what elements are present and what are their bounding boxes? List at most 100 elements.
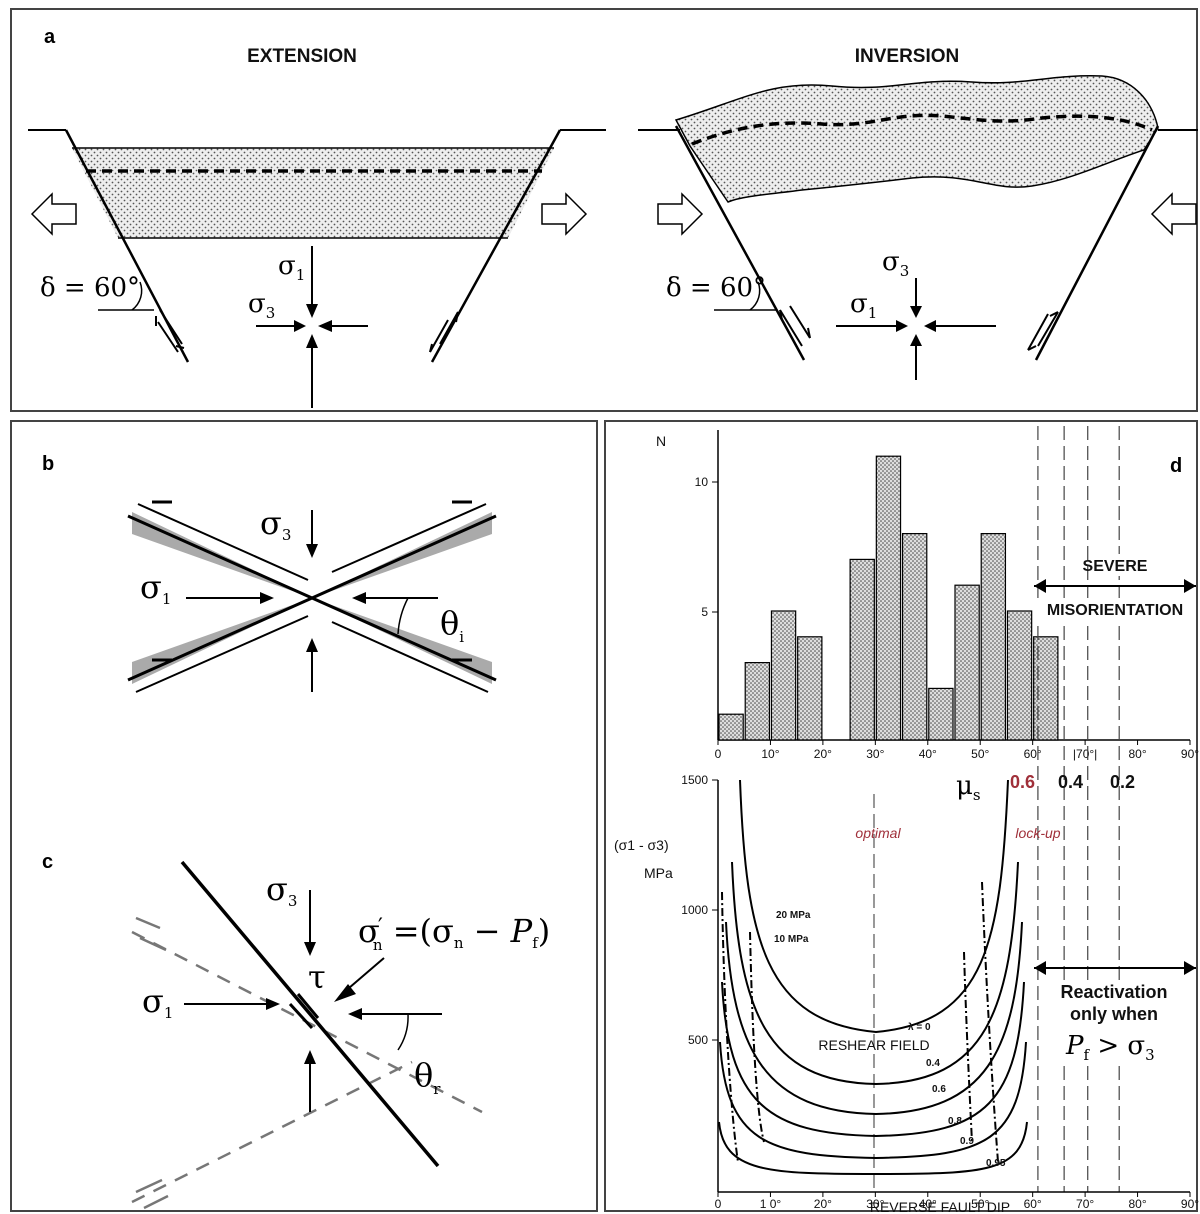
lambda0-label: λ = 0: [908, 1022, 931, 1033]
lambda-0-6: 0.6: [932, 1084, 946, 1095]
conjugate-faults-b: σ3 σ1 θi: [127, 500, 497, 693]
histogram-bar: [954, 584, 980, 741]
arrow-right-outward-icon: [541, 192, 588, 236]
sigma3-label-b: σ3: [260, 504, 291, 544]
curve-xlabel: REVERSE FAULT DIP: [870, 1199, 1010, 1214]
x-tick-label: 80°: [1128, 1197, 1146, 1211]
tau-label: τ: [308, 958, 326, 996]
lambda-0-8: 0.8: [948, 1116, 962, 1127]
curve-ylabel: (σ1 - σ3): [614, 837, 669, 853]
hist-x-ticks: 0 10° 20° 30° 40° 50° 60° |70°| 80° 90°: [715, 740, 1199, 761]
severe-label: SEVERE: [1083, 558, 1148, 575]
x-tick-label: 0: [715, 747, 722, 761]
reshear-curves: [718, 779, 1028, 1176]
curve-ytick-1000: 1000: [681, 903, 708, 917]
misorientation-label: MISORIENTATION: [1047, 602, 1183, 619]
x-tick-label: 70°: [1076, 1197, 1094, 1211]
sigma1-label-c: σ1: [142, 982, 173, 1022]
x-tick-label: 20°: [814, 1197, 832, 1211]
panel-c-label: c: [42, 851, 53, 873]
sigma3-label-extension: σ3: [248, 289, 275, 322]
mu-value-0-2: 0.2: [1110, 772, 1135, 792]
curve-ytick-1500: 1500: [681, 773, 708, 787]
histogram-bar: [770, 610, 797, 741]
sigma1-label-inversion: σ1: [850, 289, 877, 322]
reactivation-line-1: Reactivation: [1060, 982, 1167, 1002]
panel-b-label: b: [42, 453, 54, 475]
dip-label-extension: δ = 60°: [40, 273, 140, 303]
reactivation-line-2: only when: [1070, 1004, 1158, 1024]
theta-r-label: θr: [414, 1056, 441, 1098]
histogram-bar: [1006, 610, 1033, 741]
reactivation-condition: Pf > σ3: [1065, 1031, 1155, 1064]
arrow-left-outward-icon: [30, 192, 77, 236]
mu-value-0-4: 0.4: [1058, 772, 1083, 792]
x-tick-label: 80°: [1128, 747, 1146, 761]
inversion-basin: δ = 60° σ3 σ1: [638, 75, 1198, 380]
effective-normal-stress-eq: σ′n =(σn − Pf): [358, 912, 550, 954]
histogram-bar: [849, 558, 875, 741]
extension-basin: δ = 60° σ1 σ3: [28, 129, 606, 408]
histogram-bar: [797, 636, 823, 741]
x-tick-label: 20°: [814, 747, 832, 761]
optimal-label: optimal: [855, 825, 901, 841]
panel-bc: b σ3 σ1 θi: [10, 420, 598, 1212]
x-tick-label: 1 0°: [760, 1197, 782, 1211]
mu-value-0-6: 0.6: [1010, 772, 1035, 792]
friction-dip-lines: [1037, 426, 1120, 1192]
lockup-label: lock-up: [1015, 825, 1060, 841]
dip-label-inversion: δ = 60°: [666, 273, 766, 303]
x-tick-label: 50°: [971, 1197, 989, 1211]
arrow-right-inward-icon: [1150, 192, 1197, 236]
curve-ytick-500: 500: [688, 1033, 708, 1047]
sigma3-label-c: σ3: [266, 870, 297, 910]
mpa20-label: 20 MPa: [776, 910, 811, 921]
histogram-bar: [928, 687, 954, 741]
histogram-bar: [718, 713, 744, 741]
x-tick-label: 30°: [866, 1197, 884, 1211]
panel-a: a EXTENSION INVERSION δ = 60°: [10, 8, 1198, 412]
mu-s-label: μs: [956, 771, 981, 804]
reshear-field-label: RESHEAR FIELD: [818, 1037, 929, 1053]
x-tick-label: 40°: [919, 1197, 937, 1211]
lambda-0-4: 0.4: [926, 1058, 940, 1069]
sigma3-label-inversion: σ3: [882, 247, 909, 280]
histogram-bar: [980, 532, 1007, 741]
extension-title: EXTENSION: [247, 46, 357, 67]
panel-a-label: a: [44, 26, 56, 48]
curve-x-ticks: 0 1 0° 20° 30° 40° 50° 60° 70° 80° 90°: [715, 1192, 1199, 1211]
reactivated-fault-c: σ3 σ1 τ σ′n =(σn − Pf) θr: [131, 860, 550, 1210]
x-tick-label: 30°: [866, 747, 884, 761]
hist-ytick-5: 5: [701, 605, 708, 619]
inversion-title: INVERSION: [855, 46, 960, 67]
sigma1-label-b: σ1: [140, 568, 171, 608]
histogram-bar: [875, 455, 902, 741]
x-tick-label: 60°: [1024, 1197, 1042, 1211]
panel-d-label: d: [1170, 455, 1182, 477]
histogram-bar: [744, 662, 771, 741]
sigma1-label-extension: σ1: [278, 251, 305, 284]
mpa10-label: 10 MPa: [774, 934, 809, 945]
x-tick-label: 40°: [919, 747, 937, 761]
panel-a-diagram: a EXTENSION INVERSION δ = 60°: [28, 26, 1198, 408]
histogram-bar: [1033, 636, 1059, 741]
x-tick-label: 10°: [761, 747, 779, 761]
x-tick-label: 60°: [1024, 747, 1042, 761]
x-tick-label: |70°|: [1073, 747, 1097, 761]
histogram-bars: [718, 455, 1059, 741]
x-tick-label: 0: [715, 1197, 722, 1211]
theta-i-label: θi: [440, 604, 464, 646]
arrow-left-inward-icon: [657, 192, 704, 236]
panel-bc-diagram: b σ3 σ1 θi: [42, 453, 550, 1210]
hist-ylabel: N: [656, 433, 666, 449]
x-tick-label: 50°: [971, 747, 989, 761]
histogram-bar: [901, 532, 928, 741]
curve-yunit: MPa: [644, 865, 673, 881]
lambda-0-95: 0.95: [986, 1158, 1006, 1169]
lambda-0-9: 0.9: [960, 1136, 974, 1147]
hist-ytick-10: 10: [695, 475, 709, 489]
x-tick-label: 90°: [1181, 1197, 1199, 1211]
x-tick-label: 90°: [1181, 747, 1199, 761]
